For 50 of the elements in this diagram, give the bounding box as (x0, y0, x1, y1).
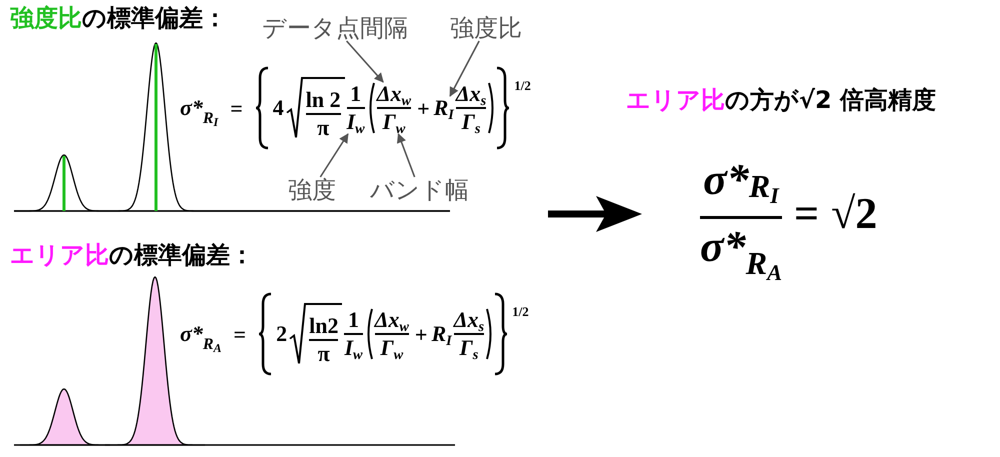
formula-term: Δx$_{w}$ (376, 83, 412, 105)
formula-term: σ* (180, 323, 203, 345)
formula-term: π (318, 343, 330, 365)
formula-term: R$_{A}$ (746, 247, 782, 279)
formula-term: σ* (180, 97, 203, 119)
heading-keyword: エリア比 (626, 86, 725, 114)
formula-term: Γ$_{w}$ (380, 337, 404, 359)
formula-term: σ* (700, 225, 746, 269)
formula-term: 1 (350, 83, 362, 105)
formula-term: I$_{w}$ (346, 111, 365, 133)
formula-term: R$_{I}$ (748, 170, 779, 202)
formula-term: R$_{I}$ (202, 111, 218, 127)
annotation-label: バンド幅 (370, 178, 469, 202)
formula-term: ln 2 (306, 89, 341, 111)
formula-term: = (794, 192, 820, 236)
leader-arrow (320, 133, 349, 178)
formula-term: ln2 (309, 315, 338, 337)
formula-term: R$_{I}$ (431, 323, 452, 345)
formula-term: 2 (276, 323, 288, 345)
leader-arrow (346, 40, 384, 83)
formula-term: = (230, 98, 243, 120)
heading-keyword: 強度比 (10, 4, 82, 32)
heading-keyword: エリア比 (10, 241, 109, 269)
leader-arrow (449, 40, 480, 97)
formula-term: 1 (348, 309, 359, 331)
formula-term: √2 (831, 192, 878, 236)
formula-term: = (234, 324, 246, 346)
annotation-label: 強度 (288, 178, 336, 202)
formula-term: R$_{I}$ (434, 97, 454, 119)
formula-term: Δx$_{w}$ (374, 309, 409, 331)
heading-text: の方が√2 倍高精度 (725, 86, 936, 114)
formula-term: 1/2 (514, 79, 531, 92)
annotation-label: データ点間隔 (262, 16, 408, 40)
formula-term: Δx$_{s}$ (456, 83, 486, 105)
formula-term: Γ$_{s}$ (462, 111, 480, 133)
formula-term: Δx$_{s}$ (454, 309, 484, 331)
formula-term: Γ$_{s}$ (459, 337, 478, 359)
formula-term: Γ$_{w}$ (382, 111, 406, 133)
formula-term: + (417, 98, 430, 120)
heading-text: の標準偏差： (109, 241, 254, 269)
formula-term: 1/2 (512, 305, 529, 318)
formula-term: 4 (272, 97, 284, 119)
heading-text: の標準偏差： (82, 4, 227, 32)
formula-term: R$_{A}$ (202, 337, 222, 353)
leader-arrow (396, 133, 416, 178)
annotation-label: 強度比 (450, 16, 522, 40)
formula-term: π (317, 117, 330, 139)
formula-term: I$_{w}$ (344, 337, 363, 359)
formula-term: σ* (703, 158, 749, 202)
formula-term: + (414, 324, 428, 346)
